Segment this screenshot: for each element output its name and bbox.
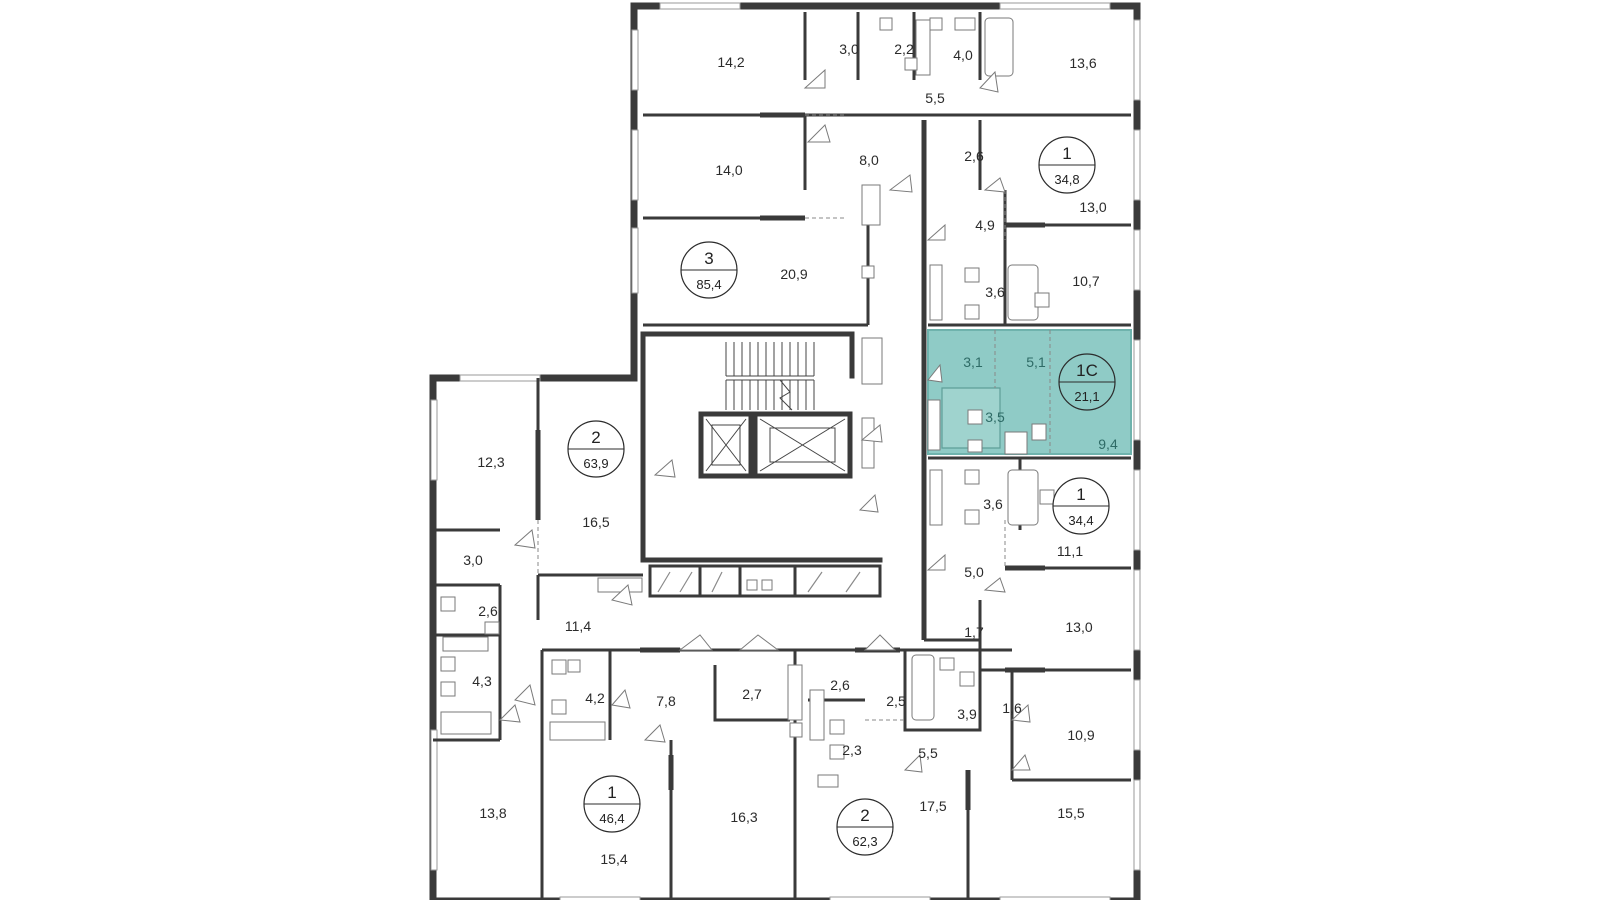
door-swings (498, 68, 1031, 773)
apartment-type: 1 (607, 783, 616, 802)
stair-elevator-core (597, 331, 883, 598)
apartment-badge[interactable]: 1 34,4 (1052, 477, 1110, 535)
room-area: 3,6 (985, 284, 1005, 300)
apartment-badge[interactable]: 2 62,3 (836, 798, 894, 856)
room-area: 5,0 (964, 564, 984, 580)
room-area: 3,0 (463, 552, 483, 568)
room-area: 13,0 (1079, 199, 1106, 215)
apartment-type: 1C (1076, 361, 1098, 380)
room-area: 4,3 (472, 673, 492, 689)
room-area: 1,6 (1002, 700, 1022, 716)
room-area: 10,7 (1072, 273, 1099, 289)
room-area: 3,5 (985, 409, 1005, 425)
room-area: 3,0 (839, 41, 859, 57)
room-area: 14,2 (717, 54, 744, 70)
room-area: 2,3 (842, 742, 862, 758)
room-area: 2,7 (742, 686, 762, 702)
apartment-badge[interactable]: 1 46,4 (583, 775, 641, 833)
room-area: 4,9 (975, 217, 995, 233)
room-area: 5,5 (918, 745, 938, 761)
room-area: 4,0 (953, 47, 973, 63)
room-area: 15,4 (600, 851, 627, 867)
outer-walls (429, 2, 1141, 900)
stair-treads (725, 342, 815, 411)
apartment-area: 85,4 (696, 277, 721, 292)
room-labels: 14,2 3,0 2,2 4,0 13,6 5,5 14,0 8,0 2,6 1… (463, 41, 1118, 867)
apartment-area: 34,4 (1068, 513, 1093, 528)
room-area: 2,6 (830, 677, 850, 693)
room-area: 16,5 (582, 514, 609, 530)
apartment-badge-highlighted[interactable]: 1C 21,1 (1058, 353, 1116, 411)
apartment-area: 62,3 (852, 834, 877, 849)
room-area: 14,0 (715, 162, 742, 178)
room-area: 2,6 (964, 148, 984, 164)
room-area: 17,5 (919, 798, 946, 814)
apartment-badge[interactable]: 1 34,8 (1038, 136, 1096, 194)
apartment-type: 1 (1062, 144, 1071, 163)
room-area: 3,9 (957, 706, 977, 722)
room-area: 20,9 (780, 266, 807, 282)
room-area: 4,2 (585, 690, 605, 706)
room-area: 7,8 (656, 693, 676, 709)
room-area: 2,5 (886, 693, 906, 709)
room-area: 13,0 (1065, 619, 1092, 635)
apartment-type: 2 (860, 806, 869, 825)
room-area: 1,7 (964, 624, 984, 640)
bathroom-fixtures (440, 17, 1055, 788)
room-area: 13,6 (1069, 55, 1096, 71)
apartment-badge[interactable]: 2 63,9 (567, 420, 625, 478)
apartment-area: 46,4 (599, 811, 624, 826)
apartment-type: 1 (1076, 485, 1085, 504)
room-area: 15,5 (1057, 805, 1084, 821)
room-area: 16,3 (730, 809, 757, 825)
dashed-separators (537, 114, 1051, 721)
room-area: 13,8 (479, 805, 506, 821)
room-area: 12,3 (477, 454, 504, 470)
room-area: 2,6 (478, 603, 498, 619)
room-area: 10,9 (1067, 727, 1094, 743)
apartment-type: 3 (704, 249, 713, 268)
room-area: 11,4 (565, 618, 591, 634)
apartment-area: 63,9 (583, 456, 608, 471)
apartment-type: 2 (591, 428, 600, 447)
room-area: 3,6 (983, 496, 1003, 512)
room-area: 5,5 (925, 90, 945, 106)
room-area: 11,1 (1057, 543, 1083, 559)
room-area: 8,0 (859, 152, 879, 168)
room-area: 3,1 (963, 354, 983, 370)
apartment-area: 21,1 (1074, 389, 1099, 404)
room-area: 5,1 (1026, 354, 1046, 370)
room-area: 2,2 (894, 41, 914, 57)
room-area: 9,4 (1098, 436, 1118, 452)
apartment-area: 34,8 (1054, 172, 1079, 187)
apartment-badge[interactable]: 3 85,4 (680, 241, 738, 299)
